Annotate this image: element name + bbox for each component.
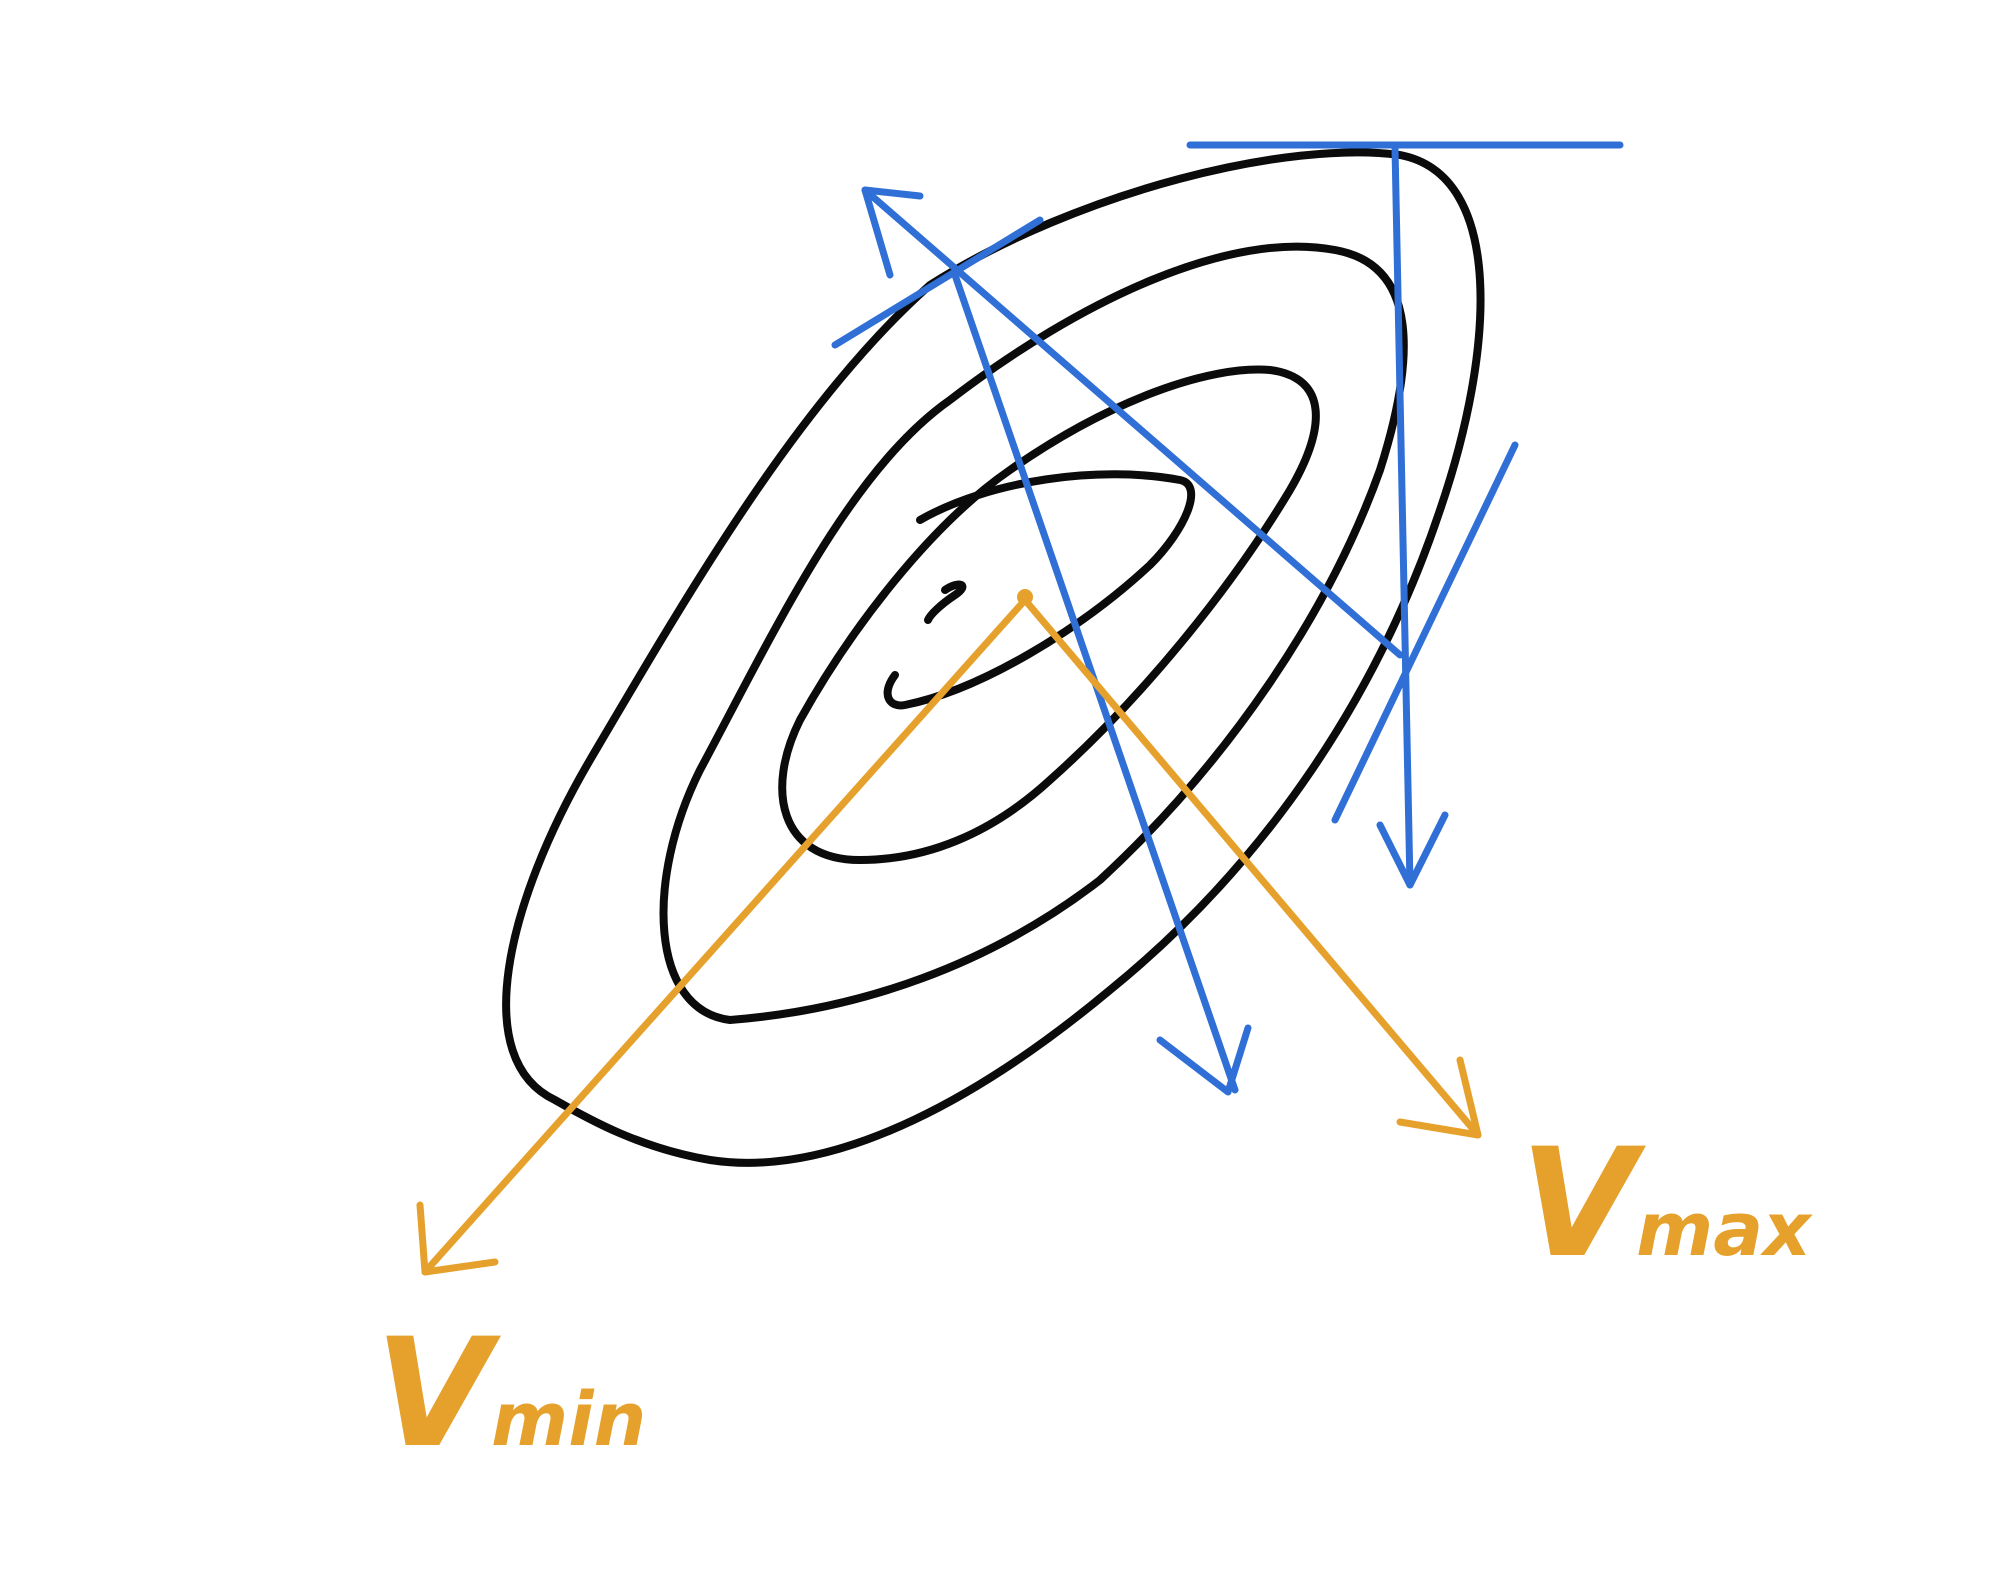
v-min-label: Vmin bbox=[375, 1307, 646, 1481]
gradient-steps bbox=[831, 141, 1624, 1096]
arrowhead-down-vertical-icon bbox=[1376, 811, 1449, 889]
tangent-line-right bbox=[1331, 441, 1519, 824]
step-line-vertical bbox=[1391, 144, 1414, 889]
eigen-axes bbox=[416, 589, 1482, 1276]
contour-outer bbox=[502, 148, 1485, 1167]
v-min-axis bbox=[421, 596, 1029, 1276]
v-min-arrowhead-icon bbox=[416, 1201, 499, 1276]
contour-center-squiggle bbox=[924, 580, 967, 624]
v-max-axis bbox=[1021, 596, 1482, 1139]
v-max-arrowhead-icon bbox=[1396, 1056, 1482, 1139]
contour-inner bbox=[883, 470, 1196, 710]
arrowhead-down-icon bbox=[1156, 1024, 1252, 1096]
tangent-line-top-left bbox=[831, 216, 1044, 349]
arrowhead-up-left-icon bbox=[861, 186, 924, 279]
v-max-label: Vmax bbox=[1520, 1117, 1813, 1291]
step-line-diagonal bbox=[861, 186, 1404, 659]
contour-lines bbox=[502, 148, 1485, 1167]
contour-second bbox=[659, 242, 1408, 1024]
contour-third bbox=[778, 365, 1320, 864]
